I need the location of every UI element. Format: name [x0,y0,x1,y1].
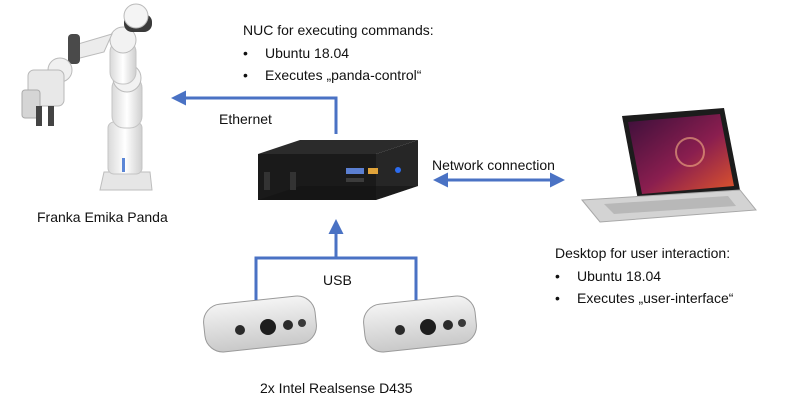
usb-label: USB [323,272,352,288]
nuc-bullet-os: •Ubuntu 18.04 [243,45,350,61]
nuc-bullet-exec: •Executes „panda-control“ [243,67,422,83]
realsense-camera-right-icon [363,295,477,353]
laptop-icon [580,108,757,223]
nuc-bullet-os-text: Ubuntu 18.04 [265,45,350,61]
ethernet-label: Ethernet [219,111,272,127]
usb-connector [254,219,418,300]
network-label: Network connection [432,157,555,173]
desktop-bullet-os: •Ubuntu 18.04 [555,268,662,284]
cameras-label: 2x Intel Realsense D435 [260,380,413,396]
desktop-bullet-exec: •Executes „user-interface“ [555,290,734,306]
nuc-heading: NUC for executing commands: [243,22,434,38]
ethernet-connector [171,90,338,134]
realsense-camera-left-icon [203,295,317,353]
robot-label: Franka Emika Panda [37,209,168,225]
nuc-bullet-exec-text: Executes „panda-control“ [265,67,422,83]
desktop-heading: Desktop for user interaction: [555,245,731,261]
robot-arm-icon [21,3,153,191]
desktop-bullet-exec-text: Executes „user-interface“ [577,290,734,306]
nuc-icon [258,140,418,200]
desktop-bullet-os-text: Ubuntu 18.04 [577,268,662,284]
